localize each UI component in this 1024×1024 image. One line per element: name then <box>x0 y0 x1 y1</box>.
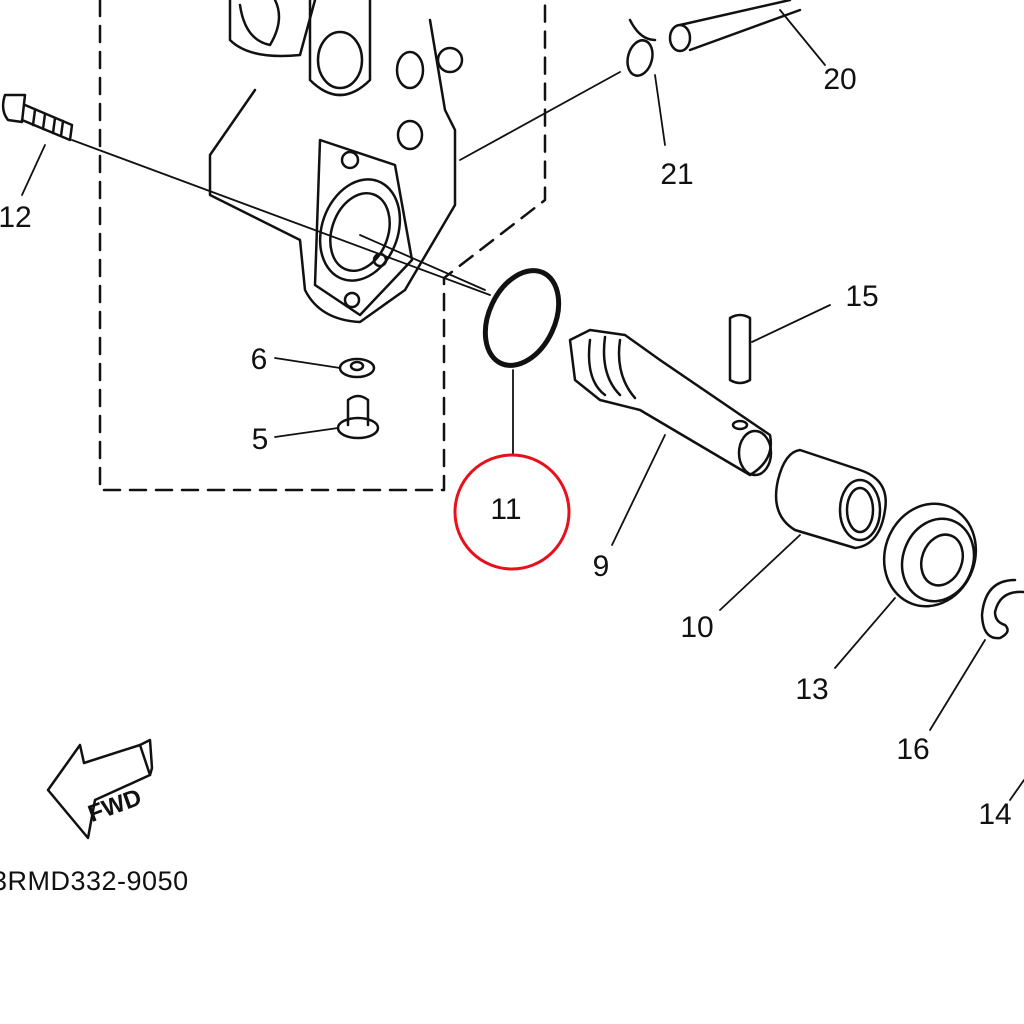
oil-seal-13 <box>882 502 978 608</box>
highlight-circle <box>453 453 571 571</box>
callout-13: 13 <box>795 673 829 706</box>
screw-5 <box>336 394 380 440</box>
bushing-10 <box>774 448 887 550</box>
pump-housing <box>208 0 464 324</box>
leader-lines <box>21 9 1024 801</box>
o-ring-11 <box>482 268 562 368</box>
callout-12: 12 <box>0 201 32 234</box>
callout-21: 21 <box>660 158 694 191</box>
shaft-9 <box>568 328 773 477</box>
washer-6 <box>338 357 376 379</box>
pin-15 <box>728 313 752 385</box>
callout-14: 14 <box>978 798 1012 831</box>
callout-20: 20 <box>823 63 857 96</box>
callout-11: 11 <box>490 493 522 526</box>
hose-20 <box>668 0 802 53</box>
callout-10: 10 <box>680 611 714 644</box>
fwd-arrow-icon: FWD <box>46 738 154 840</box>
bolt-12 <box>1 93 74 142</box>
callout-9: 9 <box>592 550 610 583</box>
diagram-code: 3RMD332-9050 <box>0 866 189 896</box>
callout-5: 5 <box>251 423 269 456</box>
callout-16: 16 <box>896 733 930 766</box>
callout-6: 6 <box>250 343 268 376</box>
assembly-group-outline <box>98 0 547 492</box>
callout-15: 15 <box>845 280 879 313</box>
circlip-16 <box>980 578 1024 640</box>
o-ring-21 <box>626 18 657 77</box>
